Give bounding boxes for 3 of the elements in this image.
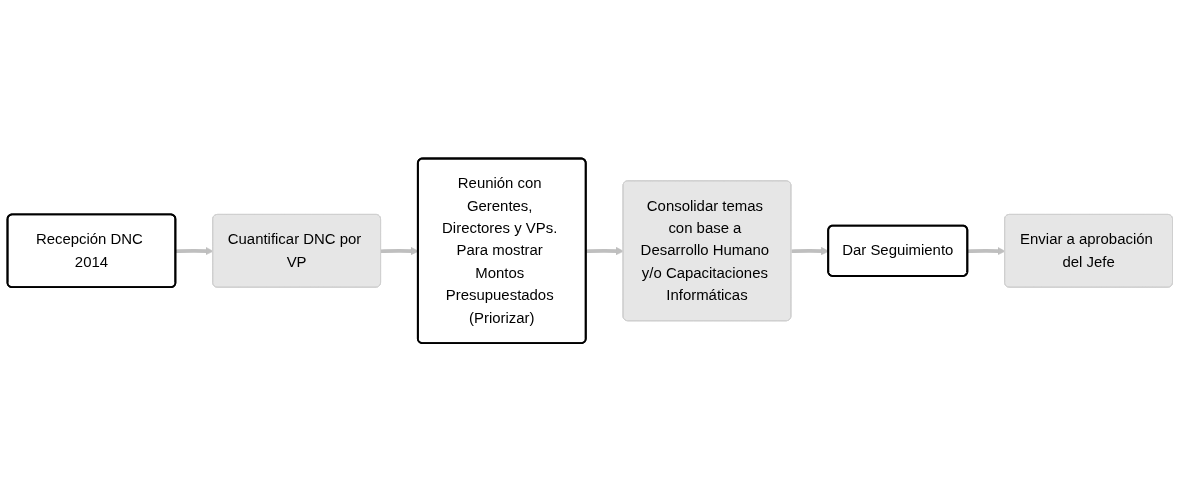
arrow [175, 247, 214, 256]
arrow [967, 247, 1006, 256]
arrow [586, 247, 624, 256]
